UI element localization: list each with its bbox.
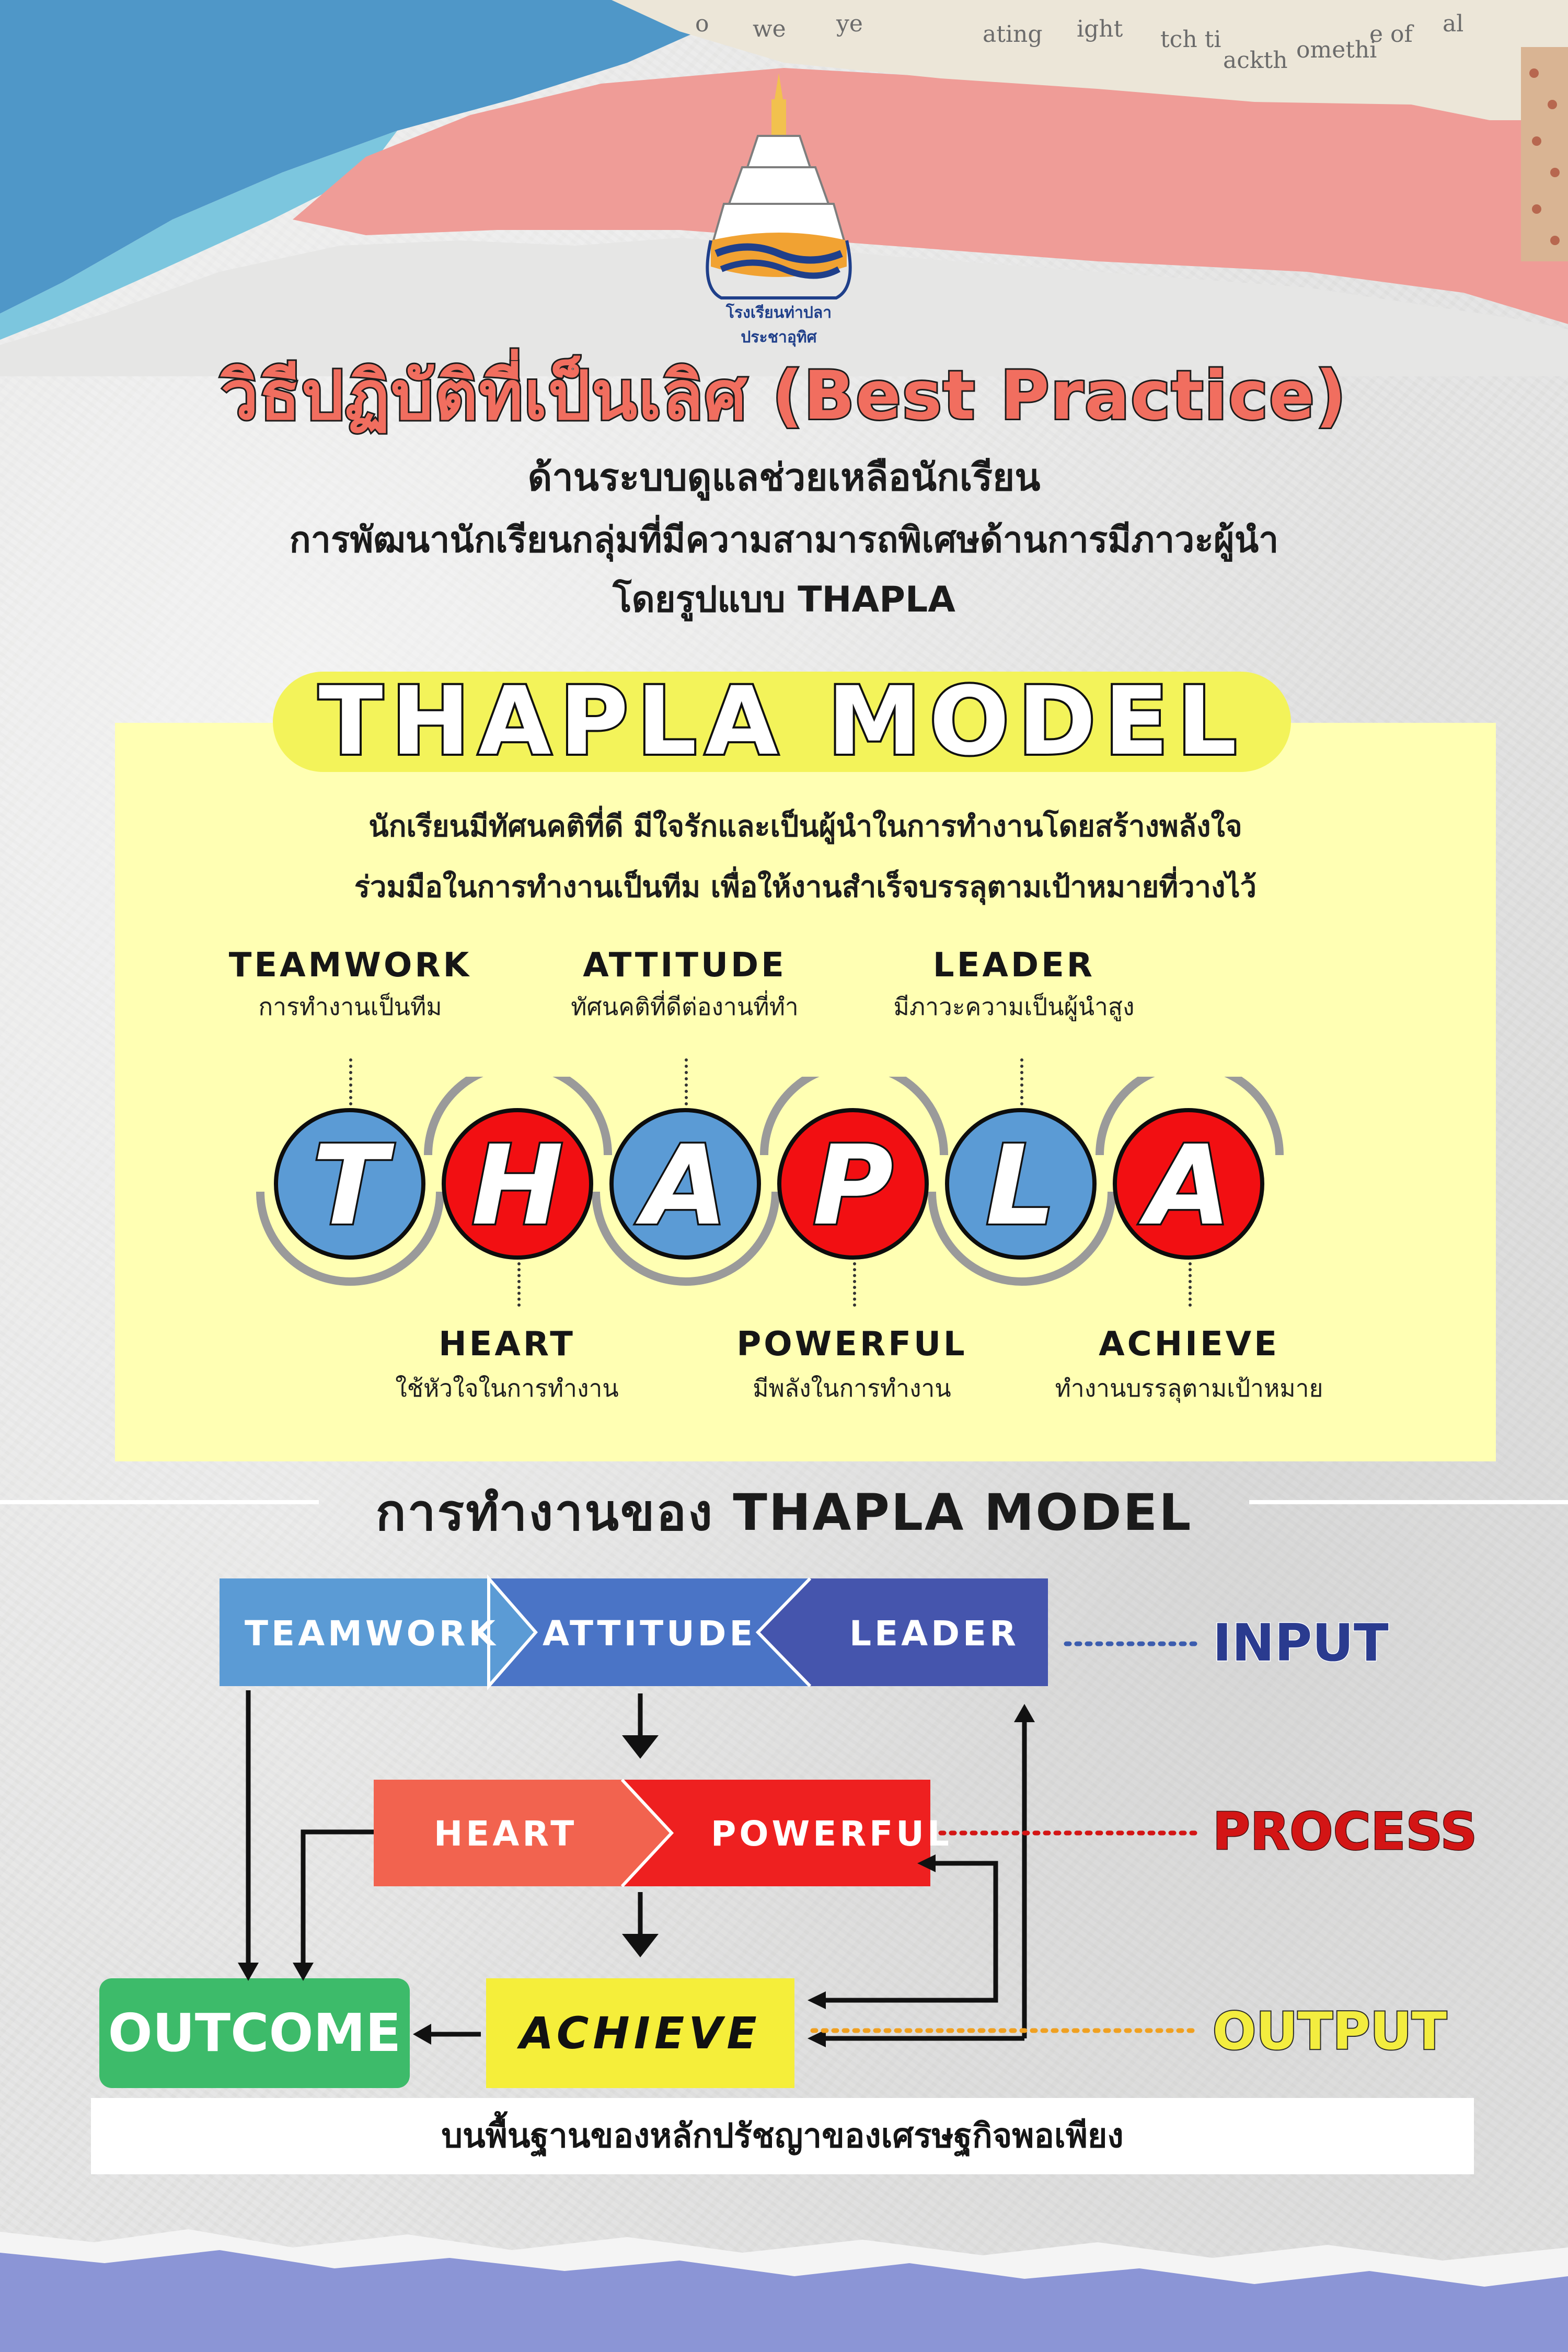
- circle-h: H: [442, 1108, 593, 1260]
- label-heart-th: ใช้หัวใจในการทำงาน: [395, 1374, 619, 1402]
- svg-text:ating: ating: [983, 21, 1043, 48]
- connector-powerful: [853, 1262, 856, 1307]
- circle-l: L: [945, 1108, 1097, 1260]
- label-powerful: POWERFUL: [736, 1325, 967, 1364]
- circle-a: A: [609, 1108, 761, 1260]
- label-attitude-th: ทัศนคติที่ดีต่องานที่ทำ: [571, 993, 799, 1021]
- flow-diagram: [99, 1574, 1202, 2088]
- model-description-line-1: นักเรียนมีทัศนคติที่ดี มีใจรักและเป็นผู้…: [368, 810, 1242, 844]
- tag-output: OUTPUT: [1212, 2001, 1448, 2062]
- subtitle-line-2: ด้านระบบดูแลช่วยเหลือนักเรียน: [527, 455, 1041, 499]
- connector-teamwork: [349, 1058, 352, 1105]
- flow-output-achieve: ACHIEVE: [520, 2008, 761, 2059]
- flow-input-leader: LEADER: [849, 1613, 1019, 1654]
- tag-input: INPUT: [1212, 1613, 1390, 1674]
- label-leader: LEADER: [932, 946, 1096, 985]
- label-achieve-th: ทำงานบรรลุตามเป้าหมาย: [1055, 1374, 1323, 1402]
- footer-text: บนพื้นฐานของหลักปรัชญาของเศรษฐกิจพอเพียง: [441, 2117, 1124, 2155]
- subtitle-line-3: การพัฒนานักเรียนกลุ่มที่มีความสามารถพิเศ…: [289, 520, 1279, 561]
- footer-bar: [91, 2098, 1474, 2174]
- divider-right: [1249, 1500, 1568, 1504]
- svg-text:e of: e of: [1369, 21, 1414, 48]
- circle-t: T: [274, 1108, 425, 1260]
- connector-heart: [517, 1262, 521, 1307]
- label-teamwork: TEAMWORK: [228, 946, 472, 985]
- flow-process-powerful: POWERFUL: [711, 1814, 952, 1854]
- svg-text:omethi: omethi: [1296, 37, 1377, 63]
- subtitle-line-4: โดยรูปแบบ THAPLA: [613, 579, 955, 620]
- flow-input-attitude: ATTITUDE: [543, 1613, 756, 1654]
- connector-attitude: [685, 1058, 688, 1105]
- svg-text:ight: ight: [1077, 16, 1123, 42]
- thapla-arcs: [256, 1077, 1284, 1286]
- flow-process-heart: HEART: [434, 1814, 578, 1854]
- flow-title: การทำงานของ THAPLA MODEL: [375, 1483, 1193, 1542]
- label-achieve: ACHIEVE: [1099, 1325, 1279, 1364]
- model-title-pill: [273, 672, 1291, 772]
- svg-text:we: we: [753, 16, 786, 42]
- svg-text:o: o: [695, 10, 709, 37]
- divider-left: [0, 1500, 319, 1504]
- flow-outcome: OUTCOME: [108, 2002, 401, 2063]
- model-description-line-2: ร่วมมือในการทำงานเป็นทีม เพื่อให้งานสำเร…: [354, 870, 1257, 904]
- circle-a2: A: [1113, 1108, 1264, 1260]
- svg-text:tch ti: tch ti: [1160, 26, 1221, 53]
- model-title: THAPLA MODEL: [317, 667, 1246, 776]
- main-title: วิธีปฏิบัติที่เป็นเลิศ (Best Practice): [220, 355, 1348, 436]
- svg-text:al: al: [1443, 10, 1463, 37]
- model-panel: [115, 723, 1496, 1461]
- svg-text:ye: ye: [836, 10, 863, 37]
- label-heart: HEART: [439, 1325, 575, 1364]
- label-teamwork-th: การทำงานเป็นทีม: [258, 993, 442, 1021]
- connector-leader: [1020, 1058, 1023, 1105]
- school-emblem: [706, 73, 852, 299]
- circle-p: P: [777, 1108, 929, 1260]
- label-powerful-th: มีพลังในการทำงาน: [753, 1374, 951, 1402]
- tag-process: PROCESS: [1212, 1802, 1478, 1863]
- emblem-caption: โรงเรียนท่าปลาประชาอุทิศ: [725, 304, 832, 347]
- collage-footer: [0, 2229, 1568, 2352]
- collage-header: o we ye ating ight tch ti ackth omethi e…: [0, 0, 1568, 376]
- flow-input-teamwork: TEAMWORK: [245, 1613, 499, 1654]
- connector-achieve: [1189, 1262, 1192, 1307]
- label-attitude: ATTITUDE: [583, 946, 787, 985]
- label-leader-th: มีภาวะความเป็นผู้นำสูง: [893, 993, 1135, 1021]
- svg-text:ackth: ackth: [1223, 47, 1288, 74]
